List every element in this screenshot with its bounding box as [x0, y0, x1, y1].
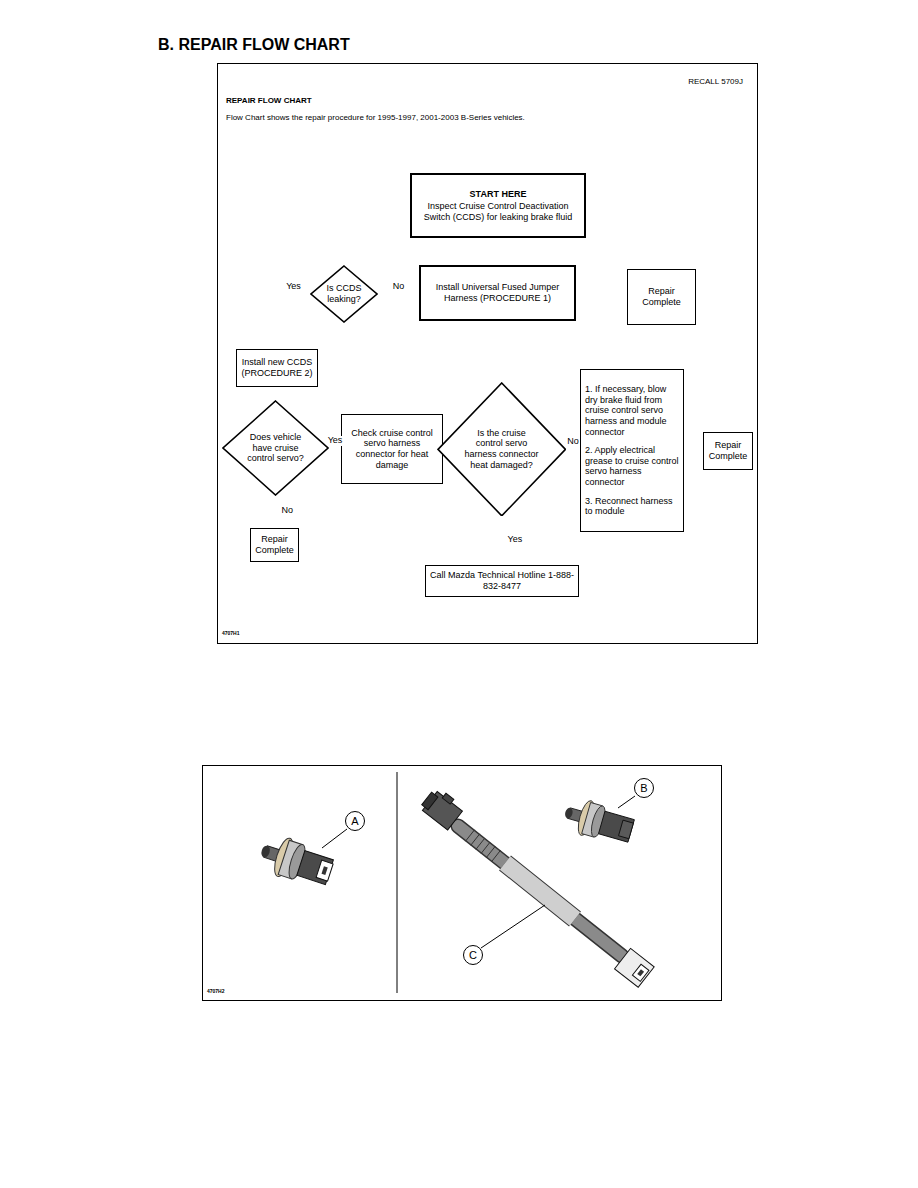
edge-label: No: [566, 437, 580, 447]
node-text: Is the cruise control servo harness conn…: [462, 428, 540, 470]
process-box: Repair Complete: [703, 432, 753, 470]
node-text: START HERE: [416, 189, 580, 200]
figure-code: 4707H1: [222, 630, 240, 636]
text-wrap: Is the cruise control servo harness conn…: [462, 428, 540, 470]
text-wrap: Repair Complete: [632, 286, 691, 307]
chart-frame: RECALL 5709J REPAIR FLOW CHART Flow Chart …: [217, 63, 758, 644]
text-wrap: Check cruise control servo harness conne…: [346, 428, 438, 470]
decision-diamond: Is CCDS leaking?: [310, 265, 378, 323]
node-text: Is CCDS leaking?: [324, 283, 365, 304]
decision-diamond: Is the cruise control servo harness conn…: [437, 382, 566, 517]
text-wrap: 1. If necessary, blow dry brake fluid fr…: [585, 384, 679, 517]
node-text: Install new CCDS (PROCEDURE 2): [241, 357, 313, 378]
decision-diamond: Does vehicle have cruise control servo?: [222, 400, 329, 496]
edge-label: Yes: [285, 282, 302, 292]
page-title: B. REPAIR FLOW CHART: [158, 36, 350, 54]
figure-code: 4707H2: [207, 988, 225, 994]
node-text: Repair Complete: [255, 534, 294, 555]
process-box: Install Universal Fused Jumper Harness (…: [419, 265, 576, 321]
instruction-box: 1. If necessary, blow dry brake fluid fr…: [580, 369, 684, 532]
chart-heading: REPAIR FLOW CHART: [226, 97, 312, 106]
node-text: Install Universal Fused Jumper Harness (…: [425, 282, 570, 303]
text-wrap: Is CCDS leaking?: [324, 283, 365, 304]
process-box: Repair Complete: [627, 269, 696, 325]
edge-label: No: [392, 282, 406, 292]
edge-label: Yes: [506, 535, 523, 545]
node-text: Inspect Cruise Control Deactivation Swit…: [416, 201, 580, 222]
process-box: Call Mazda Technical Hotline 1-888-832-8…: [425, 565, 579, 597]
chart-note: Flow Chart shows the repair procedure fo…: [226, 114, 525, 123]
node-text: Repair Complete: [708, 440, 748, 461]
process-box: START HEREInspect Cruise Control Deactiv…: [410, 173, 586, 238]
step-text: 1. If necessary, blow dry brake fluid fr…: [585, 384, 679, 437]
text-wrap: Call Mazda Technical Hotline 1-888-832-8…: [430, 570, 574, 591]
callout-letter: B: [634, 778, 654, 798]
node-text: Call Mazda Technical Hotline 1-888-832-8…: [430, 570, 574, 591]
chart-note: RECALL 5709J: [688, 78, 743, 87]
callout-letter: A: [345, 811, 365, 831]
text-wrap: Repair Complete: [255, 534, 294, 555]
edge-label: Yes: [327, 436, 344, 446]
text-wrap: START HEREInspect Cruise Control Deactiv…: [416, 189, 580, 223]
text-wrap: Install new CCDS (PROCEDURE 2): [241, 357, 313, 378]
edge-label: No: [281, 506, 295, 516]
node-text: Repair Complete: [632, 286, 691, 307]
process-box: Install new CCDS (PROCEDURE 2): [236, 349, 318, 387]
text-wrap: Install Universal Fused Jumper Harness (…: [425, 282, 570, 303]
node-text: Check cruise control servo harness conne…: [346, 428, 438, 470]
node-text: Does vehicle have cruise control servo?: [244, 432, 308, 464]
text-wrap: Repair Complete: [708, 440, 748, 461]
process-box: Repair Complete: [250, 528, 299, 562]
step-text: 2. Apply electrical grease to cruise con…: [585, 445, 679, 487]
step-text: 3. Reconnect harness to module: [585, 496, 679, 517]
text-wrap: Does vehicle have cruise control servo?: [244, 432, 308, 464]
callout-letter: C: [463, 945, 483, 965]
process-box: Check cruise control servo harness conne…: [341, 414, 443, 484]
